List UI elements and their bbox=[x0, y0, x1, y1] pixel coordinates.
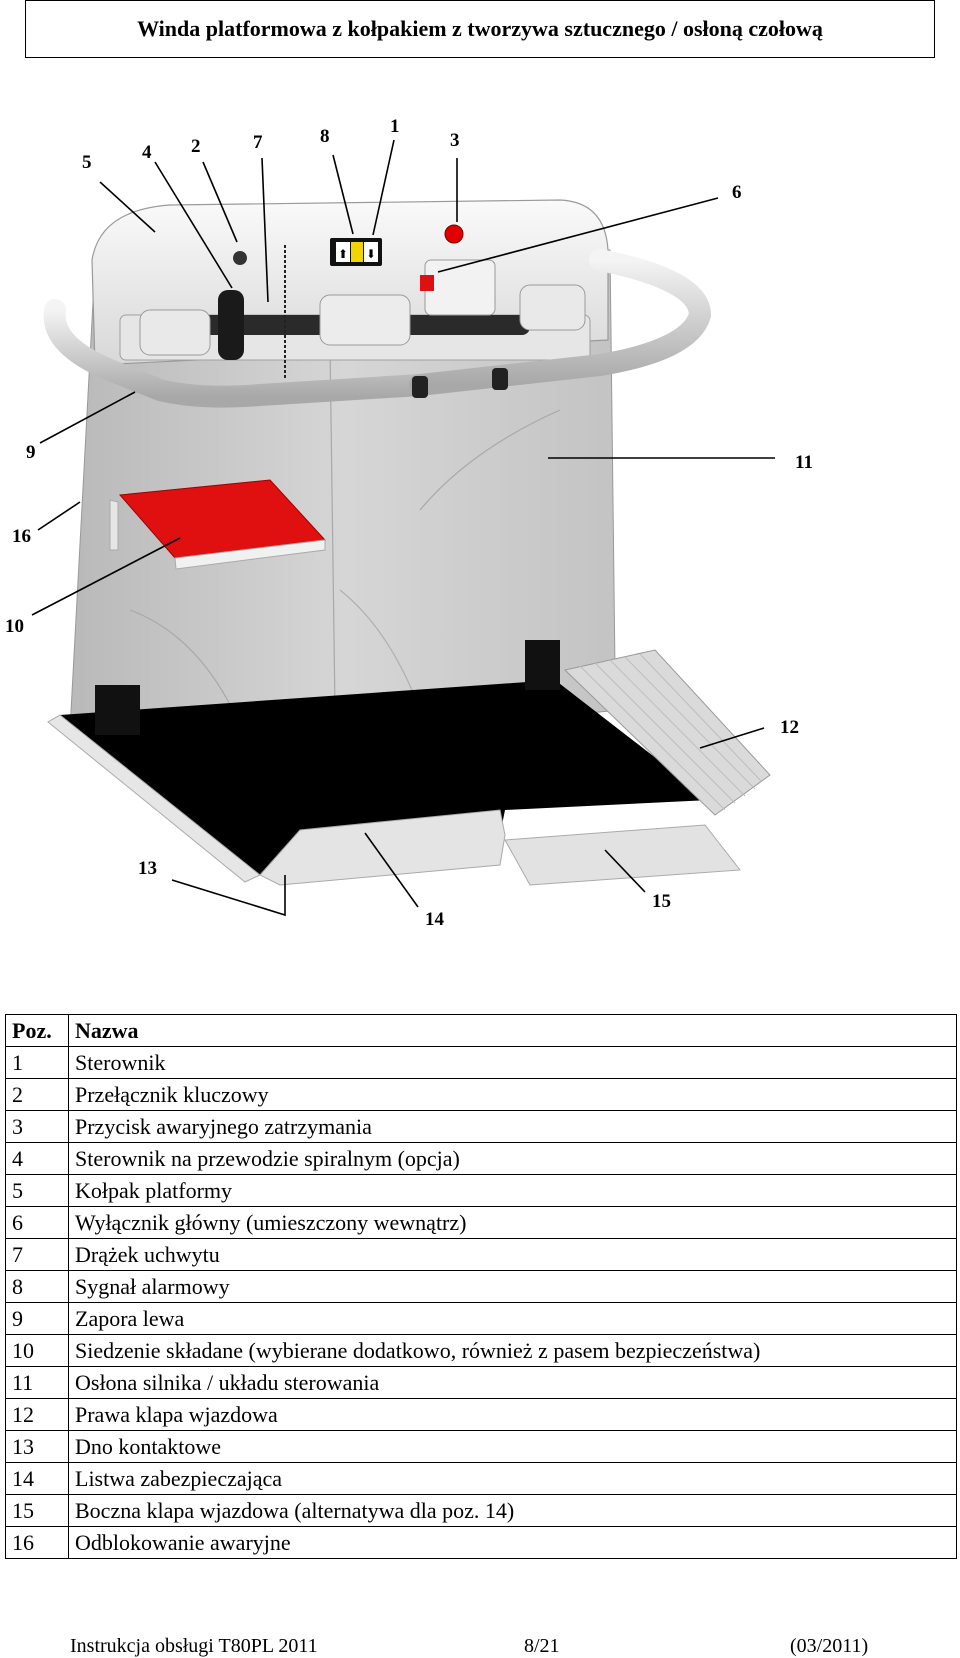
row-name: Kołpak platformy bbox=[68, 1174, 957, 1207]
row-pos: 4 bbox=[5, 1142, 69, 1175]
platform-lift-illustration: ⬆ ⬇ bbox=[0, 110, 960, 990]
callout-3: 3 bbox=[450, 130, 460, 151]
up-arrow-icon: ⬆ bbox=[338, 247, 348, 261]
row-name: Drążek uchwytu bbox=[68, 1238, 957, 1271]
row-name: Sterownik na przewodzie spiralnym (opcja… bbox=[68, 1142, 957, 1175]
callout-15: 15 bbox=[652, 891, 671, 912]
page-footer: Instrukcja obsługi T80PL 2011 8/21 (03/2… bbox=[0, 1635, 960, 1657]
footer-date: (03/2011) bbox=[790, 1635, 869, 1657]
callout-2: 2 bbox=[191, 136, 201, 157]
row-name: Prawa klapa wjazdowa bbox=[68, 1398, 957, 1431]
row-pos: 6 bbox=[5, 1206, 69, 1239]
callout-1: 1 bbox=[390, 116, 400, 137]
callout-10: 10 bbox=[5, 616, 24, 637]
row-name: Wyłącznik główny (umieszczony wewnątrz) bbox=[68, 1206, 957, 1239]
row-pos: 7 bbox=[5, 1238, 69, 1271]
row-pos: 10 bbox=[5, 1334, 69, 1367]
contact-floor bbox=[60, 680, 710, 875]
row-name: Zapora lewa bbox=[68, 1302, 957, 1335]
key-switch bbox=[233, 251, 247, 265]
row-name: Boczna klapa wjazdowa (alternatywa dla p… bbox=[68, 1494, 957, 1527]
row-name: Sterownik bbox=[68, 1046, 957, 1079]
down-arrow-icon: ⬇ bbox=[366, 247, 376, 261]
callout-9: 9 bbox=[26, 442, 36, 463]
row-name: Przełącznik kluczowy bbox=[68, 1078, 957, 1111]
row-name: Przycisk awaryjnego zatrzymania bbox=[68, 1110, 957, 1143]
callout-4: 4 bbox=[142, 142, 152, 163]
row-name: Listwa zabezpieczająca bbox=[68, 1462, 957, 1495]
row-pos: 9 bbox=[5, 1302, 69, 1335]
row-pos: 13 bbox=[5, 1430, 69, 1463]
side-ramp bbox=[504, 824, 741, 886]
left-barrier bbox=[43, 299, 431, 408]
emergency-stop-button bbox=[444, 224, 464, 244]
row-pos: 16 bbox=[5, 1526, 69, 1559]
callout-13: 13 bbox=[138, 858, 157, 879]
row-name: Dno kontaktowe bbox=[68, 1430, 957, 1463]
callout-7: 7 bbox=[253, 132, 263, 153]
callout-14: 14 bbox=[425, 909, 445, 930]
header-name: Nazwa bbox=[68, 1014, 957, 1047]
row-pos: 8 bbox=[5, 1270, 69, 1303]
row-pos: 15 bbox=[5, 1494, 69, 1527]
callout-6: 6 bbox=[732, 182, 742, 203]
right-ramp bbox=[563, 649, 771, 816]
row-name: Odblokowanie awaryjne bbox=[68, 1526, 957, 1559]
pendant-controller bbox=[218, 290, 244, 360]
footer-manual: Instrukcja obsługi T80PL 2011 bbox=[70, 1635, 318, 1657]
row-name: Siedzenie składane (wybierane dodatkowo,… bbox=[68, 1334, 957, 1367]
row-name: Osłona silnika / układu sterowania bbox=[68, 1366, 957, 1399]
callout-8: 8 bbox=[320, 126, 330, 147]
footer-page-number: 8/21 bbox=[524, 1635, 560, 1657]
callout-16: 16 bbox=[12, 526, 31, 547]
table-header-row: Poz. Nazwa bbox=[5, 1014, 957, 1047]
row-pos: 3 bbox=[5, 1110, 69, 1143]
row-pos: 2 bbox=[5, 1078, 69, 1111]
row-pos: 5 bbox=[5, 1174, 69, 1207]
callout-11: 11 bbox=[795, 452, 813, 473]
row-pos: 14 bbox=[5, 1462, 69, 1495]
callout-5: 5 bbox=[82, 152, 92, 173]
row-name: Sygnał alarmowy bbox=[68, 1270, 957, 1303]
lift-diagram-svg: ⬆ ⬇ bbox=[5, 116, 813, 930]
row-pos: 12 bbox=[5, 1398, 69, 1431]
row-pos: 1 bbox=[5, 1046, 69, 1079]
page-title: Winda platformowa z kołpakiem z tworzywa… bbox=[25, 0, 935, 58]
header-pos: Poz. bbox=[5, 1014, 69, 1047]
row-pos: 11 bbox=[5, 1366, 69, 1399]
callout-12: 12 bbox=[780, 717, 799, 738]
